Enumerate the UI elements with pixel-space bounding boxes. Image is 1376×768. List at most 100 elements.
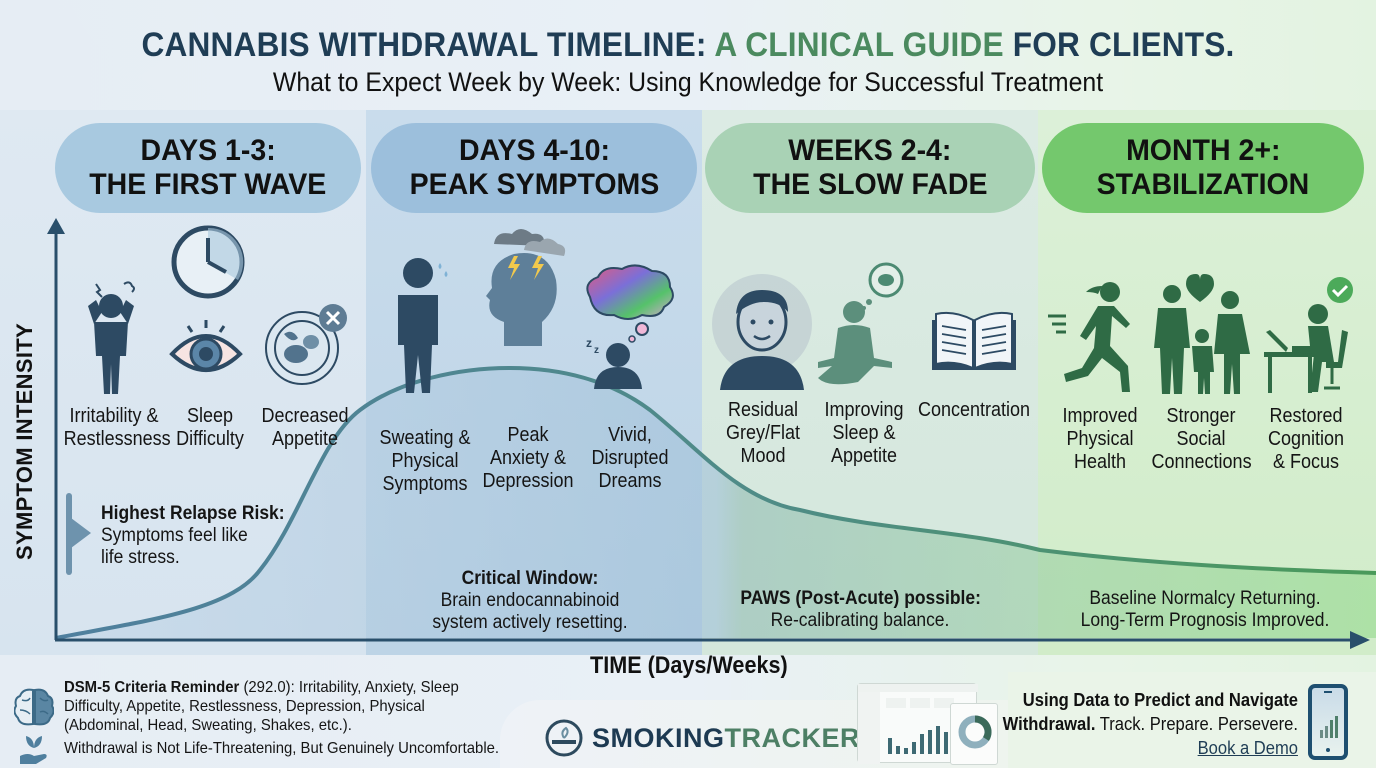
note-title: PAWS (Post-Acute) possible: — [740, 588, 981, 609]
cta-rest: Track. Prepare. Persevere. — [1095, 714, 1298, 734]
label-line: Dreams — [598, 470, 662, 492]
note-line: system actively resetting. — [432, 612, 628, 633]
symptom-label: Irritability & Restlessness — [63, 405, 171, 451]
phase-header-pill: WEEKS 2-4: THE SLOW FADE — [705, 123, 1035, 213]
label-line: Symptoms — [382, 473, 468, 495]
eye-icon — [169, 320, 243, 372]
donut-chart-thumbnail — [950, 703, 998, 765]
label-line: & Focus — [1272, 451, 1340, 473]
cta-block: Using Data to Predict and Navigate Withd… — [1003, 688, 1298, 760]
book-demo-link[interactable]: Book a Demo — [1197, 738, 1298, 758]
title-part-2: FOR CLIENTS. — [1003, 26, 1235, 64]
meditating-person-icon — [818, 262, 904, 385]
label-line: Social — [1176, 428, 1226, 450]
symptom-label: Concentration — [916, 399, 1031, 422]
bar-chart-thumbnail-icon — [858, 684, 978, 764]
label-line: Depression — [482, 470, 574, 492]
phase-title: PEAK SYMPTOMS — [409, 168, 659, 201]
open-book-icon — [932, 311, 1016, 370]
label-line: Sweating & — [379, 427, 471, 449]
note-title: Critical Window: — [461, 568, 599, 589]
symptom-label: Restored Cognition & Focus — [1263, 405, 1349, 474]
family-heart-icon — [1154, 274, 1250, 394]
svg-text:z: z — [594, 345, 599, 356]
dsm-code: (292.0) — [239, 679, 291, 696]
plate-no-food-icon — [265, 304, 347, 385]
brand-part-1: SMOKING — [592, 722, 725, 753]
paws-note: PAWS (Post-Acute) possible: Re-calibrati… — [740, 588, 981, 632]
header: CANNABIS WITHDRAWAL TIMELINE: A CLINICAL… — [0, 0, 1376, 110]
brain-icon — [14, 688, 54, 726]
label-line: Anxiety & — [489, 447, 567, 469]
y-axis-label: SYMPTOM INTENSITY — [12, 323, 37, 560]
phone-icon — [1308, 684, 1348, 760]
phase-range: DAYS 4-10: — [458, 134, 610, 167]
phase-range: MONTH 2+: — [1125, 134, 1281, 167]
storm-head-icon — [486, 229, 566, 346]
label-line: Sleep — [186, 405, 234, 427]
label-line: Cognition — [1267, 428, 1345, 450]
dsm-title: DSM-5 Criteria Reminder — [64, 679, 240, 696]
phase-range: DAYS 1-3: — [140, 134, 276, 167]
phase-header-pill: MONTH 2+: STABILIZATION — [1042, 123, 1364, 213]
relapse-risk-note: Highest Relapse Risk: Symptoms feel like… — [101, 503, 285, 569]
phase-header-pill: DAYS 1-3: THE FIRST WAVE — [55, 123, 361, 213]
label-line: Irritability & — [69, 405, 159, 427]
phase-title: STABILIZATION — [1096, 168, 1310, 201]
cta-bold-2: Withdrawal. — [1002, 714, 1096, 734]
label-line: Appetite — [830, 445, 898, 467]
label-line: Health — [1073, 451, 1127, 473]
dreaming-person-icon: z z — [586, 264, 674, 389]
title-part-1: CANNABIS WITHDRAWAL TIMELINE: — [141, 26, 715, 64]
relapse-marker — [66, 493, 72, 575]
label-line: Restlessness — [63, 428, 171, 450]
label-line: Vivid, — [608, 424, 652, 446]
label-line: Connections — [1151, 451, 1252, 473]
label-line: Difficulty — [176, 428, 244, 450]
label-line: Concentration — [917, 399, 1031, 421]
label-line: Disrupted — [591, 447, 669, 469]
stressed-person-icon — [88, 281, 135, 394]
donut-chart-icon — [958, 715, 992, 749]
label-line: Improved — [1062, 405, 1138, 427]
flat-mood-face-icon — [712, 274, 812, 390]
label-line: Mood — [740, 445, 786, 467]
label-line: Restored — [1269, 405, 1343, 427]
page-subtitle: What to Expect Week by Week: Using Knowl… — [272, 67, 1104, 97]
label-line: Peak — [507, 424, 549, 446]
symptom-label: Residual Grey/Flat Mood — [723, 399, 804, 468]
no-smoking-logo-icon — [545, 719, 583, 757]
sweating-person-icon — [398, 258, 448, 393]
svg-text:z: z — [586, 336, 592, 350]
dsm-text: : Irritability, Anxiety, Sleep Difficult… — [64, 679, 459, 734]
phase-header-pill: DAYS 4-10: PEAK SYMPTOMS — [371, 123, 697, 213]
safety-note: Withdrawal is Not Life-Threatening, But … — [64, 740, 500, 757]
label-line: Sleep & — [832, 422, 896, 444]
phase-range: WEEKS 2-4: — [788, 134, 952, 167]
phone-bars-icon — [1320, 691, 1338, 752]
symptom-label: Peak Anxiety & Depression — [481, 424, 575, 493]
title-accent: A CLINICAL GUIDE — [714, 26, 1004, 64]
label-line: Stronger — [1166, 405, 1236, 427]
label-line: Physical — [1066, 428, 1134, 450]
symptom-label: Sweating & Physical Symptoms — [377, 427, 472, 496]
brand-part-2: TRACKER — [724, 722, 861, 753]
x-axis-label: TIME (Days/Weeks) — [590, 652, 788, 679]
note-line: Brain endocannabinoid — [440, 590, 620, 611]
brand-name: SMOKINGTRACKER — [592, 723, 860, 754]
symptom-label: Improving Sleep & Appetite — [823, 399, 906, 468]
page-title: CANNABIS WITHDRAWAL TIMELINE: A CLINICAL… — [48, 26, 1328, 65]
cta-line-1: Using Data to Predict and Navigate — [1022, 690, 1298, 710]
critical-window-note: Critical Window: Brain endocannabinoid s… — [410, 568, 649, 634]
label-line: Appetite — [271, 428, 339, 450]
running-person-icon — [1048, 282, 1130, 392]
note-line: Symptoms feel like — [101, 525, 248, 546]
symptom-label: Stronger Social Connections — [1151, 405, 1252, 474]
label-line: Improving — [824, 399, 904, 421]
smokingtracker-logo[interactable]: SMOKINGTRACKER — [544, 718, 860, 758]
dsm-criteria-reminder: DSM-5 Criteria Reminder (292.0): Irritab… — [64, 678, 501, 735]
note-line: Long-Term Prognosis Improved. — [1080, 610, 1330, 631]
symptom-label: Vivid, Disrupted Dreams — [587, 424, 673, 493]
stabilization-note: Baseline Normalcy Returning. Long-Term P… — [1072, 588, 1339, 632]
note-line: life stress. — [101, 547, 180, 568]
